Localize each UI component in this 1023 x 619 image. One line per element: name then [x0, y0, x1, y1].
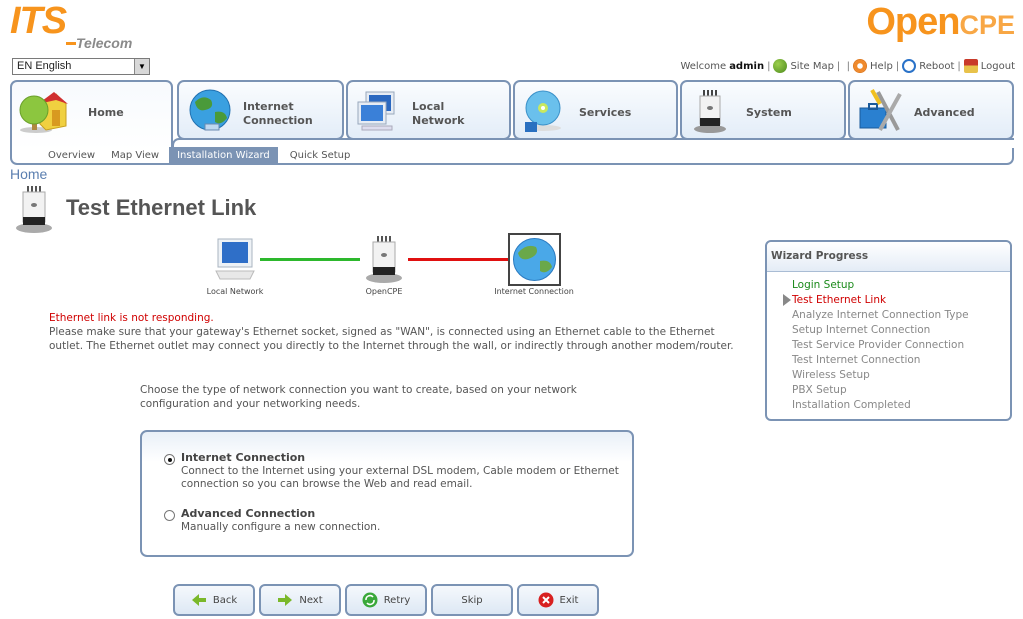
- logout-house-icon: [963, 59, 978, 73]
- username: admin: [729, 60, 765, 72]
- wizard-progress-panel: Wizard Progress Login Setup Test Etherne…: [765, 240, 1012, 421]
- tab-local-network[interactable]: Local Network: [346, 80, 511, 140]
- back-arrow-icon: [191, 594, 206, 606]
- opencpe-device-icon: [366, 236, 402, 283]
- current-step-arrow-icon: [783, 294, 791, 306]
- language-selected: EN English: [17, 60, 72, 72]
- tab-local-label-1: Local: [412, 100, 445, 113]
- computers-icon: [357, 91, 395, 131]
- wizard-step: Setup Internet Connection: [792, 324, 931, 336]
- tab-system-label: System: [746, 106, 792, 119]
- local-network-icon: [215, 238, 255, 280]
- tab-services-label: Services: [579, 106, 632, 119]
- toolbox-icon: [859, 89, 902, 131]
- wizard-step: Test Ethernet Link: [792, 294, 887, 306]
- home-icon: [19, 92, 68, 133]
- tab-advanced[interactable]: Advanced: [848, 80, 1014, 140]
- info-message: Please make sure that your gateway's Eth…: [49, 326, 734, 352]
- next-button[interactable]: Next: [259, 584, 341, 616]
- tab-advanced-label: Advanced: [914, 106, 975, 119]
- subtab-overview[interactable]: Overview: [48, 150, 96, 161]
- tab-home-label: Home: [88, 106, 124, 119]
- wizard-step: Analyze Internet Connection Type: [792, 309, 969, 321]
- help-icon: [853, 59, 868, 73]
- sitemap-icon: [773, 59, 788, 73]
- power-icon: [902, 59, 917, 73]
- subtab-bar-edge: [172, 138, 1014, 148]
- next-label: Next: [299, 594, 323, 606]
- internet-connection-option-title[interactable]: Internet Connection: [181, 451, 306, 464]
- wan-link-line: [408, 258, 508, 261]
- wizard-step: Login Setup: [792, 279, 855, 291]
- subtab-quick-setup[interactable]: Quick Setup: [289, 150, 351, 161]
- its-telecom-logo: ITS Telecom: [10, 0, 133, 52]
- exit-label: Exit: [559, 594, 579, 606]
- wizard-step: PBX Setup: [792, 384, 847, 396]
- subtabs: Overview Map View Installation Wizard Qu…: [40, 147, 358, 165]
- page-title: Test Ethernet Link: [66, 195, 257, 220]
- advanced-connection-radio[interactable]: [164, 510, 175, 521]
- retry-button[interactable]: Retry: [345, 584, 427, 616]
- retry-icon: [362, 592, 378, 608]
- dropdown-arrow-icon[interactable]: ▼: [134, 59, 149, 74]
- help-link[interactable]: Help: [870, 60, 893, 72]
- tab-system[interactable]: System: [680, 80, 846, 140]
- opencpe-label: OpenCPE: [365, 287, 403, 296]
- its-logo-text: ITS: [10, 0, 67, 42]
- internet-connection-option-desc: Connect to the Internet using your exter…: [181, 465, 619, 490]
- router-icon: [694, 90, 726, 133]
- tab-local-label-2: Network: [412, 114, 465, 127]
- logout-link[interactable]: Logout: [980, 60, 1015, 72]
- local-network-label: Local Network: [206, 287, 264, 296]
- wizard-steps: Login Setup Test Ethernet Link Analyze I…: [792, 278, 969, 413]
- advanced-connection-option-desc: Manually configure a new connection.: [181, 521, 381, 533]
- opencpe-logo: OpenCPE: [866, 1, 1015, 44]
- wizard-step: Installation Completed: [792, 399, 911, 411]
- top-links: Welcome admin | Site Map | | Help | Rebo…: [680, 59, 1015, 73]
- globe-icon: [189, 89, 231, 131]
- tab-services[interactable]: Services: [513, 80, 678, 140]
- wizard-step: Test Internet Connection: [792, 354, 921, 366]
- reboot-link[interactable]: Reboot: [919, 60, 955, 72]
- skip-label: Skip: [461, 594, 483, 606]
- lan-link-line: [260, 258, 360, 261]
- open-logo-text: Open: [866, 1, 960, 43]
- subtab-map-view[interactable]: Map View: [111, 150, 160, 161]
- error-message: Ethernet link is not responding.: [49, 312, 214, 324]
- tab-internet-label-1: Internet: [243, 100, 294, 113]
- internet-connection-label: Internet Connection: [494, 287, 574, 296]
- breadcrumb[interactable]: Home: [10, 166, 48, 182]
- site-map-link[interactable]: Site Map: [790, 60, 834, 72]
- skip-button[interactable]: Skip: [431, 584, 513, 616]
- disc-icon: [525, 90, 561, 132]
- logo-swoosh: [66, 42, 76, 45]
- retry-label: Retry: [383, 594, 411, 606]
- language-select[interactable]: EN English ▼: [12, 58, 150, 75]
- welcome-text: Welcome: [680, 60, 727, 72]
- back-button[interactable]: Back: [173, 584, 255, 616]
- wizard-step: Test Service Provider Connection: [792, 339, 965, 351]
- tab-home[interactable]: Home: [10, 80, 173, 150]
- wizard-progress-title: Wizard Progress: [767, 242, 1010, 272]
- telecom-logo-text: Telecom: [76, 35, 133, 51]
- internet-globe-icon: [508, 233, 561, 286]
- next-arrow-icon: [278, 594, 293, 606]
- back-label: Back: [212, 594, 238, 606]
- internet-connection-radio[interactable]: [164, 454, 175, 465]
- subtab-installation-wizard[interactable]: Installation Wizard: [169, 147, 278, 165]
- tab-internet-connection[interactable]: Internet Connection: [177, 80, 344, 140]
- tab-internet-label-2: Connection: [243, 114, 313, 127]
- exit-x-icon: [538, 592, 554, 608]
- choose-message: Choose the type of network connection yo…: [140, 384, 577, 410]
- connection-options-box: Internet Connection Connect to the Inter…: [140, 430, 634, 557]
- cpe-logo-text: CPE: [959, 10, 1015, 40]
- advanced-connection-option-title[interactable]: Advanced Connection: [181, 507, 316, 520]
- wizard-step: Wireless Setup: [792, 369, 870, 381]
- exit-button[interactable]: Exit: [517, 584, 599, 616]
- router-title-icon: [16, 186, 52, 233]
